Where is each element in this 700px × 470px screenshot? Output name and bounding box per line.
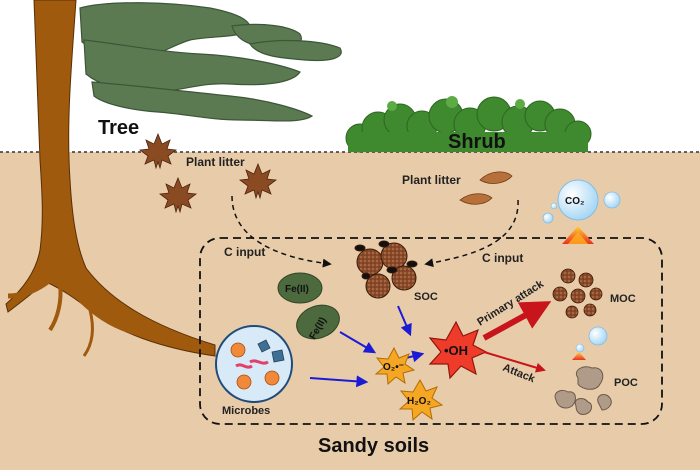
c-input-right-label: C input (482, 251, 523, 265)
moc-particle-icon (552, 268, 603, 319)
red-arrows (482, 301, 552, 373)
sandy-soils-label: Sandy soils (318, 435, 429, 457)
foliage (79, 2, 342, 122)
blue-arrows (309, 305, 425, 388)
c-input-left-label: C input (224, 245, 265, 259)
superoxide-label: O₂•⁻ (383, 362, 404, 373)
plant-litter-left-label: Plant litter (186, 155, 245, 169)
c-input-arrow-right (424, 199, 519, 268)
moc-label: MOC (610, 293, 636, 305)
plant-litter-right-label: Plant litter (402, 173, 461, 187)
shrub-label: Shrub (448, 131, 506, 153)
fe-blob-icon (277, 272, 340, 340)
soc-label: SOC (414, 291, 438, 303)
co2-bubble-icon (542, 179, 621, 353)
fe-top-label: Fe(II) (285, 284, 309, 295)
tree-icon (5, 0, 342, 357)
microbe-cell-icon (215, 325, 293, 403)
hydroxyl-label: •OH (444, 343, 468, 358)
soc-particle-icon (354, 240, 418, 299)
hydrogen-peroxide-label: H₂O₂ (407, 396, 431, 407)
leaf-icon (138, 132, 278, 214)
tree-label: Tree (98, 117, 139, 139)
shrub-leaf-icon (459, 171, 513, 205)
poc-particle-icon (554, 366, 612, 415)
shrub-icon (345, 96, 592, 153)
flame-icon (562, 226, 594, 360)
burst-icon (374, 320, 488, 422)
co2-label: CO₂ (565, 196, 584, 207)
poc-label: POC (614, 377, 638, 389)
microbes-label: Microbes (222, 405, 270, 417)
process-box (199, 237, 663, 425)
